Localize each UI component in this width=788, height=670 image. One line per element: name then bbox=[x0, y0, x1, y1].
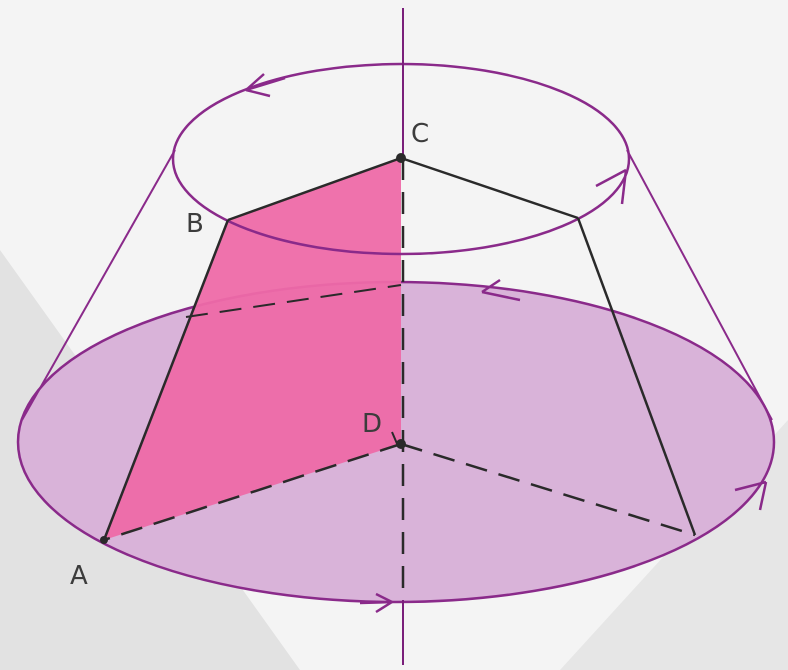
label-c: C bbox=[411, 119, 429, 149]
label-a: A bbox=[70, 561, 88, 591]
top-radius-right bbox=[400, 156, 579, 220]
outer-generator-right bbox=[626, 149, 773, 421]
generator-ab bbox=[102, 219, 230, 541]
arrow-top-right bbox=[595, 168, 628, 205]
label-d: D bbox=[362, 409, 382, 439]
point-c bbox=[396, 153, 406, 163]
hidden-radius-top bbox=[185, 284, 402, 318]
generator-right bbox=[576, 217, 697, 536]
arrow-base-back bbox=[481, 278, 521, 302]
point-d bbox=[396, 439, 406, 449]
arrow-base-front bbox=[359, 592, 393, 614]
outer-generator-left bbox=[21, 149, 176, 421]
top-radius-bc bbox=[227, 156, 402, 222]
tick-d bbox=[391, 431, 399, 447]
arrow-base-right bbox=[734, 480, 768, 511]
top-ellipse bbox=[171, 62, 631, 256]
axial-section bbox=[104, 158, 401, 540]
arrow-top bbox=[245, 73, 286, 98]
label-b: B bbox=[186, 209, 204, 239]
radius-da bbox=[103, 442, 402, 542]
radius-right bbox=[400, 442, 696, 537]
point-a bbox=[100, 536, 108, 544]
